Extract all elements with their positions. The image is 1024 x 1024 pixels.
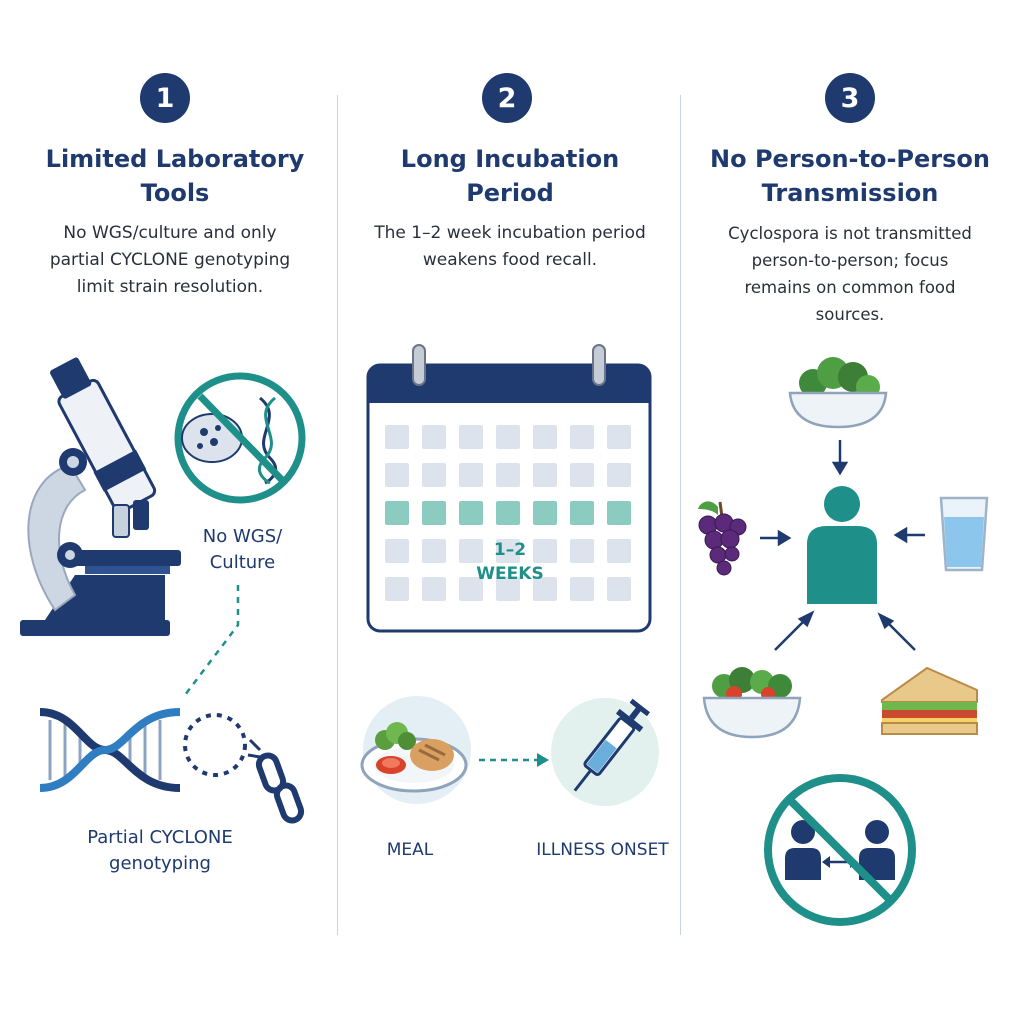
calendar-cell xyxy=(607,577,631,601)
step-number-badge: 2 xyxy=(482,73,532,123)
water-glass-icon xyxy=(939,496,989,572)
column-divider-1 xyxy=(337,95,338,935)
calendar-cell xyxy=(570,425,594,449)
label-line: genotyping xyxy=(109,853,211,874)
column-description: The 1–2 week incubation period weakens f… xyxy=(355,220,665,274)
calendar-cell xyxy=(422,539,446,563)
meal-label: MEAL xyxy=(386,840,434,860)
calendar-icon xyxy=(366,344,652,633)
title-line: Tools xyxy=(140,179,210,207)
column-title: No Person-to-Person Transmission xyxy=(685,142,1015,210)
desc-line: sources. xyxy=(815,305,885,324)
calendar-cell-highlighted xyxy=(459,501,483,525)
partial-cyclone-label: Partial CYCLONE genotyping xyxy=(70,825,250,877)
sandwich-icon xyxy=(881,666,978,735)
meal-plate-icon xyxy=(360,696,471,804)
label-line: Culture xyxy=(209,552,276,573)
calendar-cell xyxy=(422,577,446,601)
calendar-cell xyxy=(607,539,631,563)
calendar-cell-highlighted xyxy=(422,501,446,525)
label-line: WEEKS xyxy=(476,564,544,584)
calendar-cell xyxy=(385,577,409,601)
calendar-cell xyxy=(422,425,446,449)
calendar-cell xyxy=(385,425,409,449)
calendar-cell xyxy=(459,425,483,449)
dna-helix-icon xyxy=(39,708,181,792)
label-line: No WGS/ xyxy=(202,526,283,547)
column-title: Long Incubation Period xyxy=(345,142,675,210)
calendar-cell xyxy=(607,463,631,487)
desc-line: person-to-person; focus xyxy=(751,251,949,270)
syringe-icon xyxy=(551,698,659,806)
calendar-weeks-label: 1–2 WEEKS xyxy=(455,538,565,586)
calendar-cell xyxy=(570,463,594,487)
calendar-cell xyxy=(385,539,409,563)
step-number-badge: 1 xyxy=(140,73,190,123)
column-limited-lab-tools: 1 Limited Laboratory Tools No WGS/cultur… xyxy=(0,0,330,1024)
salad-bowl-icon xyxy=(702,667,802,739)
label-line: 1–2 xyxy=(493,540,527,560)
calendar-cell xyxy=(459,463,483,487)
title-line: No Person-to-Person xyxy=(710,145,990,173)
no-person-to-person-icon xyxy=(764,774,916,926)
column-no-transmission: 3 No Person-to-Person Transmission Cyclo… xyxy=(685,0,1015,1024)
desc-line: Cyclospora is not transmitted xyxy=(728,224,972,243)
column-description: Cyclospora is not transmitted person-to-… xyxy=(695,220,1005,328)
column-title: Limited Laboratory Tools xyxy=(10,142,340,210)
grapes-icon xyxy=(698,501,747,576)
desc-line: limit strain resolution. xyxy=(76,277,264,297)
title-line: Long Incubation xyxy=(400,145,620,173)
desc-line: weakens food recall. xyxy=(422,250,598,270)
person-icon xyxy=(807,486,877,604)
column-description: No WGS/culture and only partial CYCLONE … xyxy=(15,220,325,301)
title-line: Transmission xyxy=(761,179,939,207)
calendar-cell xyxy=(533,539,557,563)
calendar-cell xyxy=(496,539,520,563)
desc-line: No WGS/culture and only xyxy=(63,223,277,243)
title-line: Period xyxy=(466,179,554,207)
calendar-cell xyxy=(496,577,520,601)
desc-line: partial CYCLONE genotyping xyxy=(49,250,291,270)
no-wgs-culture-label: No WGS/ Culture xyxy=(185,524,300,576)
calendar-cell xyxy=(533,463,557,487)
calendar-cell xyxy=(570,577,594,601)
calendar-cell xyxy=(422,463,446,487)
salad-bowl-icon xyxy=(788,357,888,429)
column-divider-2 xyxy=(680,95,681,935)
title-line: Limited Laboratory xyxy=(45,145,305,173)
calendar-cell-highlighted xyxy=(533,501,557,525)
label-line: Partial CYCLONE xyxy=(87,827,233,848)
arrows-to-person xyxy=(760,440,925,651)
calendar-cell xyxy=(459,539,483,563)
column-long-incubation: 2 Long Incubation Period The 1–2 week in… xyxy=(345,0,675,1024)
illness-onset-label: ILLNESS ONSET xyxy=(536,840,669,860)
calendar-cell xyxy=(607,425,631,449)
calendar-cell xyxy=(459,577,483,601)
calendar-cell-highlighted xyxy=(570,501,594,525)
dashed-connector xyxy=(184,585,240,696)
desc-line: remains on common food xyxy=(744,278,956,297)
step-number-badge: 3 xyxy=(825,73,875,123)
calendar-cell-highlighted xyxy=(385,501,409,525)
broken-chain-icon xyxy=(183,713,305,824)
calendar-cell xyxy=(570,539,594,563)
desc-line: The 1–2 week incubation period xyxy=(374,223,646,243)
calendar-cell-highlighted xyxy=(496,501,520,525)
calendar-cell xyxy=(533,425,557,449)
no-wgs-culture-icon xyxy=(174,372,306,504)
calendar-cell xyxy=(496,425,520,449)
calendar-cell xyxy=(385,463,409,487)
microscope-icon xyxy=(20,357,181,636)
calendar-cell xyxy=(496,463,520,487)
calendar-cell-highlighted xyxy=(607,501,631,525)
dashed-arrow xyxy=(479,753,549,767)
calendar-cell xyxy=(533,577,557,601)
